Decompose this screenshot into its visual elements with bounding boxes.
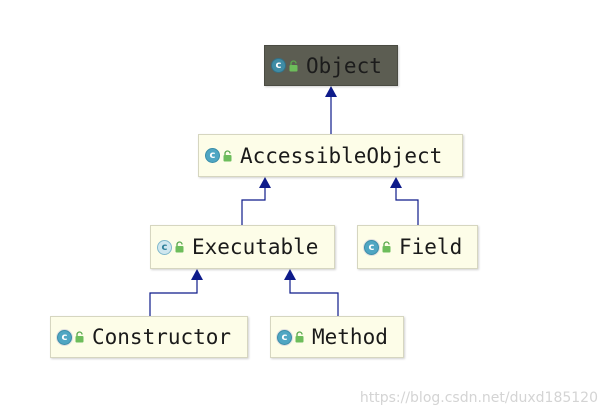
node-icons: c <box>271 58 298 73</box>
node-icons: c <box>205 148 232 163</box>
node-label-executable: Executable <box>192 235 319 259</box>
arrowhead-object <box>325 86 337 97</box>
class-icon: c <box>205 148 220 163</box>
node-method[interactable]: c Method <box>270 316 404 358</box>
node-icons: c <box>157 239 184 255</box>
arrowhead-accessible-right <box>390 177 402 188</box>
edge-field-to-accessible <box>395 188 419 225</box>
node-icons: c <box>364 239 391 255</box>
edge-constructor-to-executable <box>149 280 198 316</box>
lock-icon <box>382 241 391 253</box>
node-label-accessibleobject: AccessibleObject <box>240 143 443 168</box>
node-executable[interactable]: c Executable <box>150 225 335 269</box>
arrowhead-executable-left <box>191 269 203 280</box>
watermark: https://blog.csdn.net/duxd185120 <box>359 390 598 406</box>
final-class-icon: c <box>277 329 292 345</box>
node-icons: c <box>57 329 84 345</box>
node-object[interactable]: c Object <box>264 45 398 86</box>
node-constructor[interactable]: c Constructor <box>50 316 248 358</box>
node-label-constructor: Constructor <box>92 325 232 349</box>
arrowhead-accessible-left <box>259 177 271 188</box>
final-class-icon: c <box>364 239 379 255</box>
node-icons: c <box>277 329 304 345</box>
abstract-class-icon: c <box>157 239 172 255</box>
lock-icon <box>223 149 232 161</box>
lock-icon <box>75 331 84 343</box>
lock-icon <box>289 59 298 71</box>
node-accessibleobject[interactable]: c AccessibleObject <box>198 134 463 177</box>
edge-executable-to-accessible <box>241 188 266 225</box>
node-label-object: Object <box>306 53 382 78</box>
lock-icon <box>175 241 184 253</box>
node-label-field: Field <box>399 235 463 259</box>
node-label-method: Method <box>312 325 388 349</box>
edge-method-to-executable <box>289 280 339 316</box>
arrowhead-executable-right <box>284 269 296 280</box>
final-class-icon: c <box>57 329 72 345</box>
lock-icon <box>295 331 304 343</box>
class-icon: c <box>271 58 286 73</box>
node-field[interactable]: c Field <box>357 225 478 269</box>
